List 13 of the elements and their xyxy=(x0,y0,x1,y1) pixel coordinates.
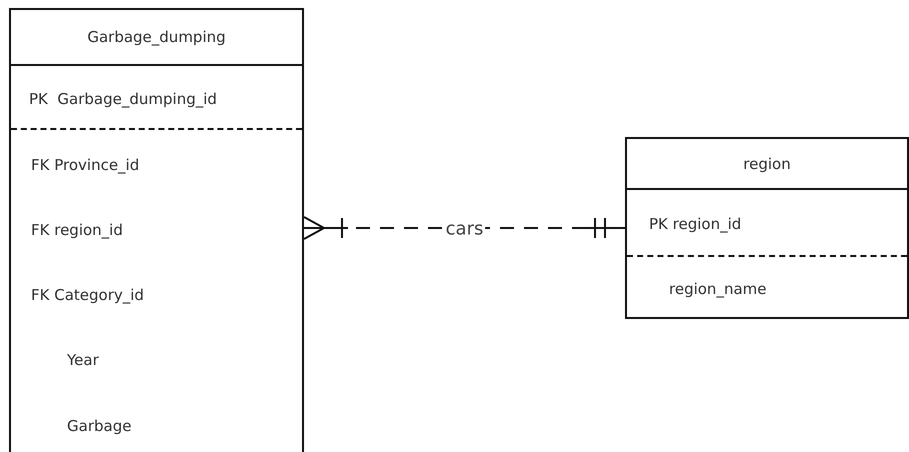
attribute-text: Garbage xyxy=(67,417,132,435)
attribute-text: PK region_id xyxy=(649,215,742,233)
attribute-text: PK Garbage_dumping_id xyxy=(29,90,217,108)
attribute-text: Year xyxy=(67,351,99,369)
entity-table xyxy=(9,8,304,452)
attribute-text: region_name xyxy=(669,280,766,298)
entity-name: Garbage_dumping xyxy=(87,28,226,46)
attribute-text: FK Category_id xyxy=(31,286,144,304)
attribute-text: FK region_id xyxy=(31,221,123,239)
er-relationship-line xyxy=(303,216,626,240)
entity-name: region xyxy=(743,154,791,172)
attribute-text: FK Province_id xyxy=(31,156,140,174)
entity-table xyxy=(625,137,909,319)
